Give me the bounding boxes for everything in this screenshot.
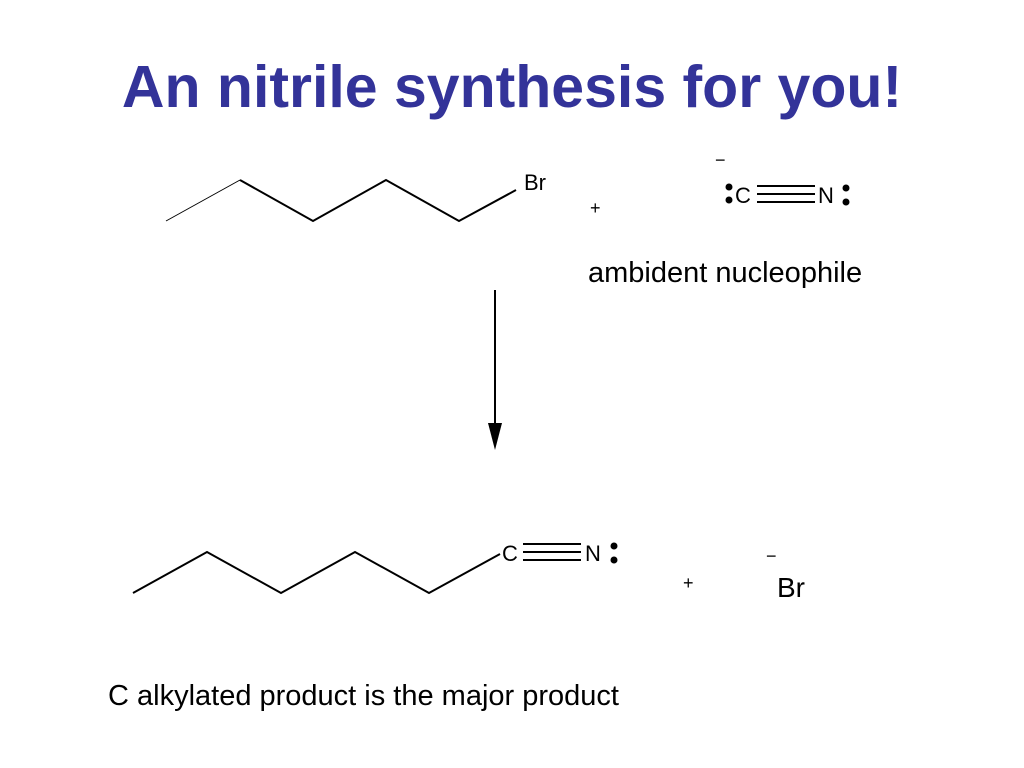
ambident-nucleophile-note: ambident nucleophile	[588, 257, 863, 289]
bromopentane-structure: Br	[165, 170, 546, 223]
nitrogen-lone-pair-dot-top	[842, 184, 850, 192]
nitrile-nitrogen-label: N	[585, 541, 601, 566]
conclusion-text: C alkylated product is the major product	[108, 680, 619, 712]
cyanide-ion: − C N	[715, 150, 850, 208]
nitrile-triple-bond	[523, 543, 581, 561]
nitrile-lone-pair-dot-bottom	[610, 556, 618, 564]
reaction-arrow	[488, 290, 502, 450]
cyanide-nitrogen-label: N	[818, 183, 834, 208]
nitrile-carbon-label: C	[502, 541, 518, 566]
carbon-lone-pair-dot-top	[725, 183, 733, 191]
reactant-plus-sign: +	[590, 198, 601, 218]
slide-title: An nitrile synthesis for you!	[121, 54, 903, 120]
bromide-charge: −	[766, 546, 777, 566]
carbon-lone-pair-dot-bottom	[725, 196, 733, 204]
hexanenitrile-structure: C N	[132, 541, 618, 595]
alkyl-chain-bonds	[239, 178, 517, 223]
terminal-methyl-bond	[165, 179, 241, 222]
product-plus-sign: +	[683, 573, 694, 593]
nitrogen-lone-pair-dot-bottom	[842, 198, 850, 206]
cyanide-charge: −	[715, 150, 726, 170]
cyanide-carbon-label: C	[735, 183, 751, 208]
product-chain-bonds	[132, 550, 501, 595]
bromide-label: Br	[777, 572, 805, 603]
bromide-ion: − Br	[766, 546, 805, 603]
bromine-label: Br	[524, 170, 546, 195]
nitrile-lone-pair-dot-top	[610, 542, 618, 550]
cyanide-triple-bond	[757, 185, 815, 203]
